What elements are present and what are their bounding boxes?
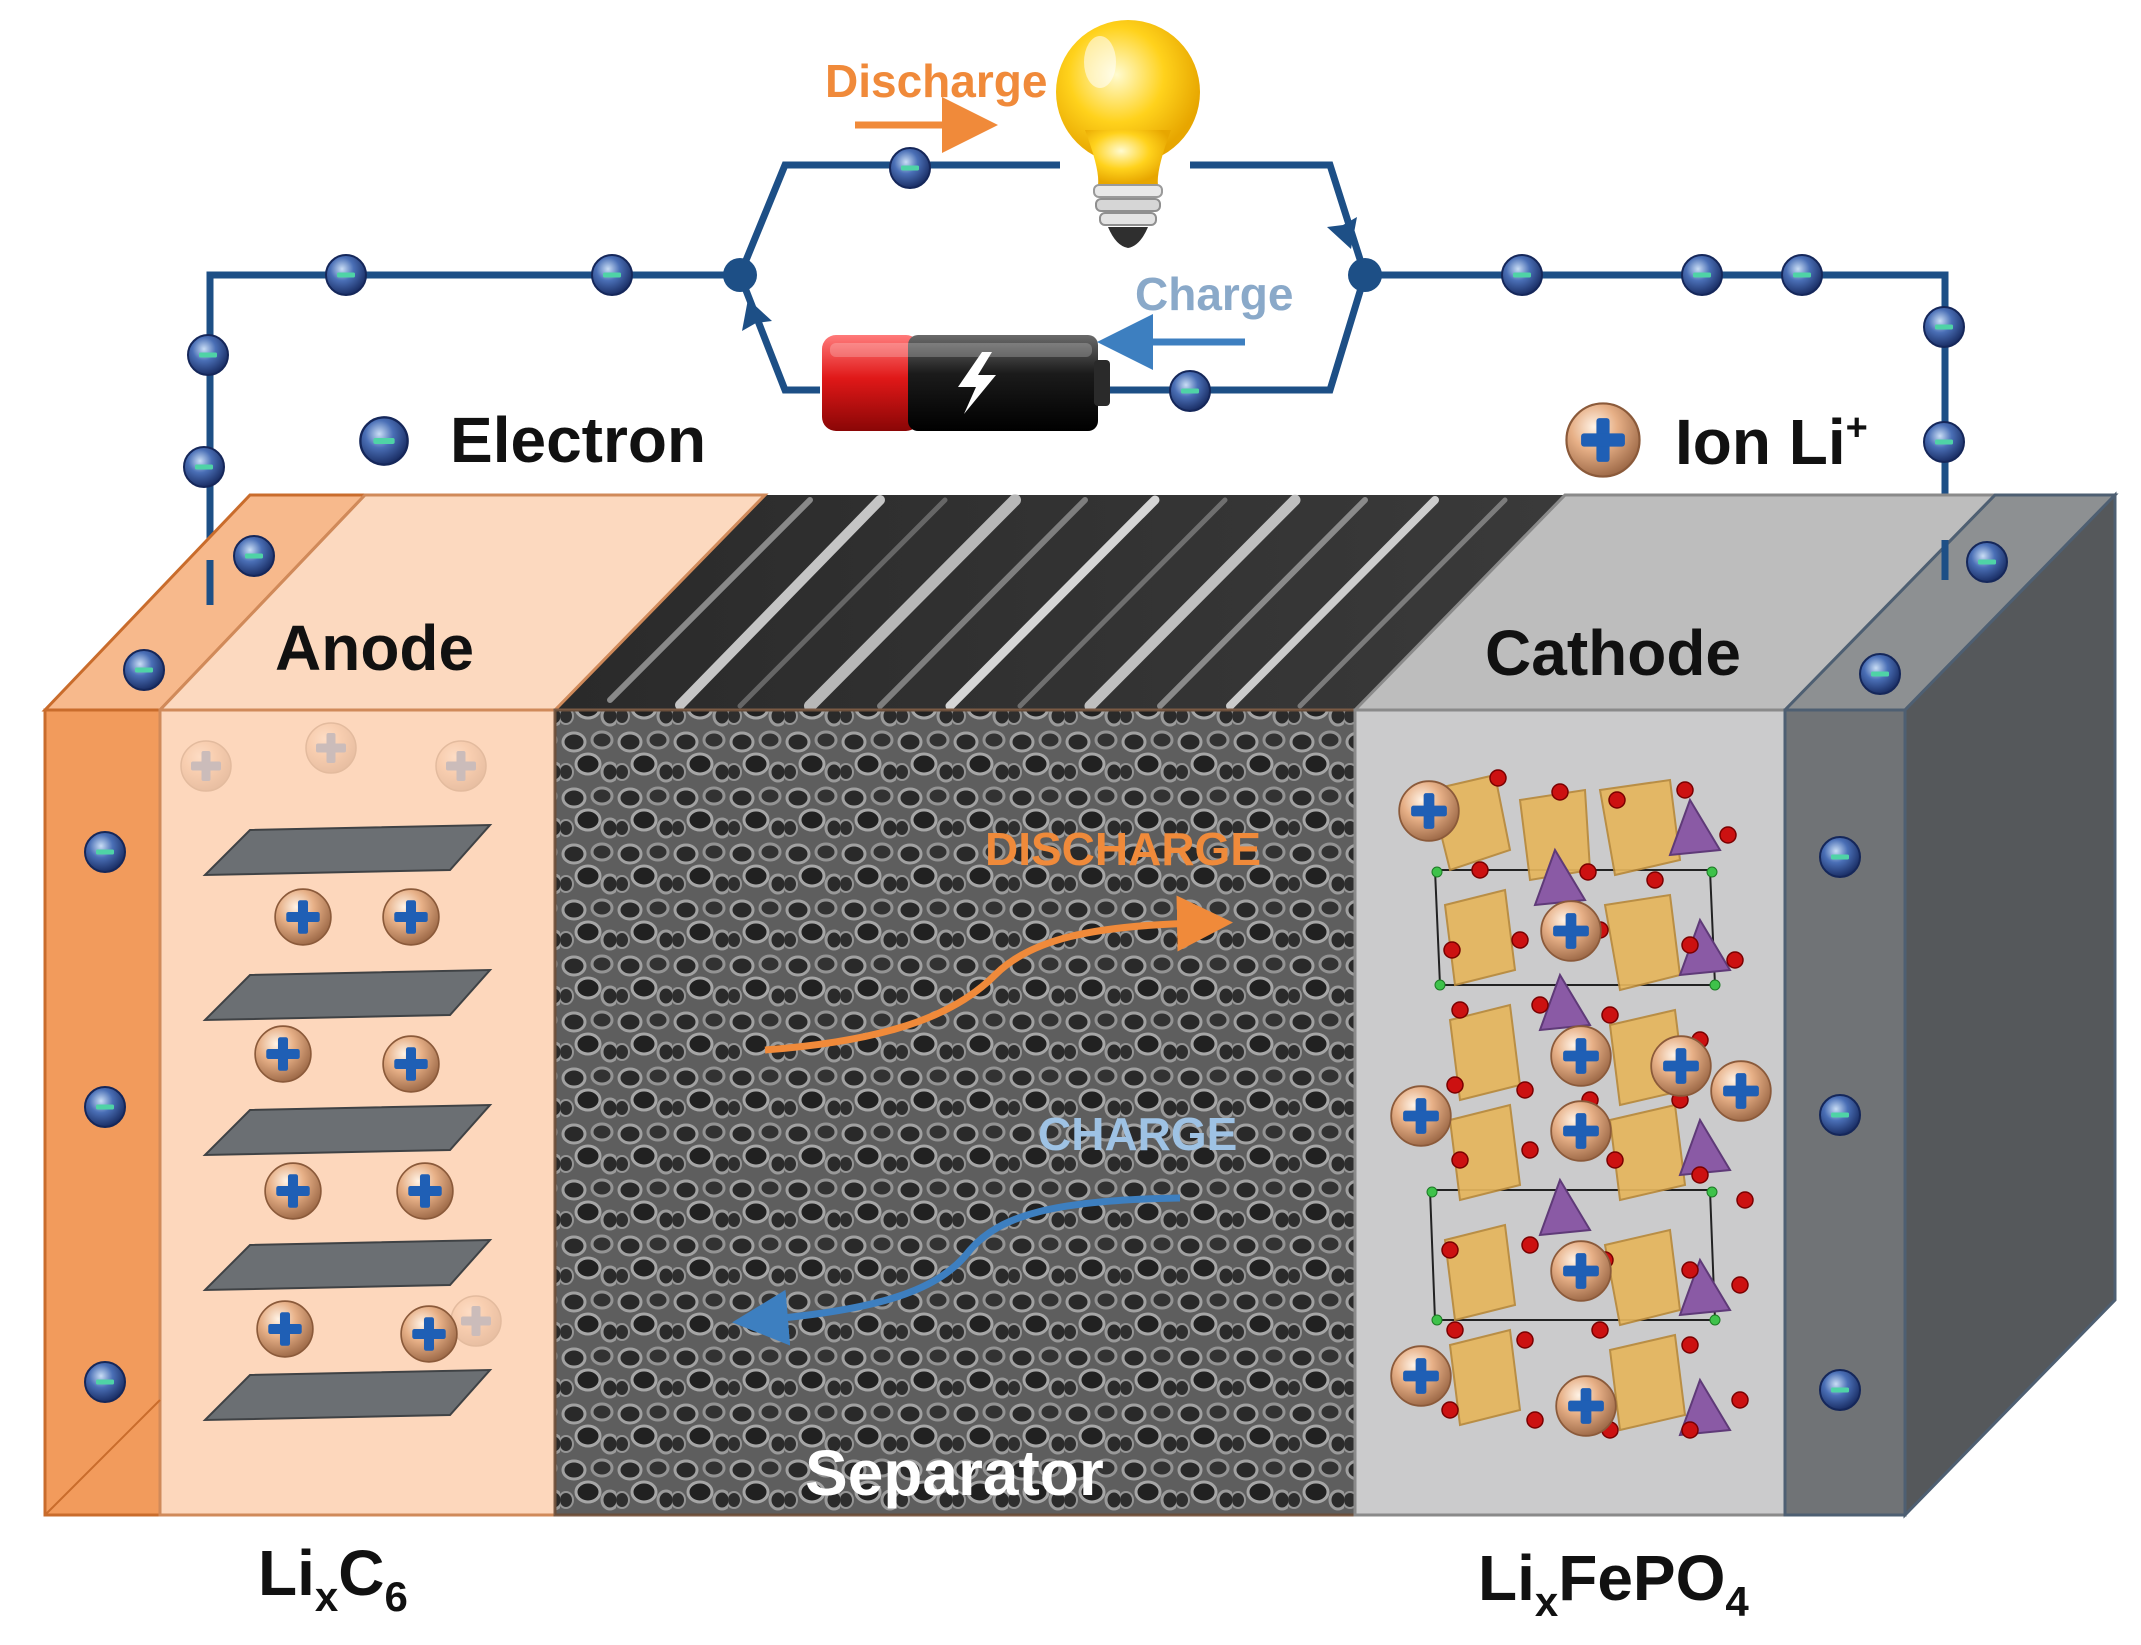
electron-legend-label: Electron	[450, 404, 706, 476]
electron-icon	[1169, 370, 1211, 412]
electron-icon	[84, 1086, 126, 1128]
electron-icon	[84, 1361, 126, 1403]
cathode-formula-x: x	[1535, 1578, 1559, 1625]
lithium-ion-icon	[274, 888, 332, 946]
wire-upper-branch	[736, 161, 1369, 277]
ion-legend-text: Ion Li	[1675, 406, 1846, 478]
lithium-ion-icon	[1710, 1060, 1772, 1122]
separator-label: Separator	[805, 1437, 1104, 1509]
electron-icon	[233, 535, 275, 577]
electron-icon	[325, 254, 367, 296]
p-tetrahedra	[1533, 797, 1732, 1437]
wire-arrow-left	[742, 299, 772, 331]
ion-legend-label: Ion Li+	[1675, 406, 1868, 478]
electron-icon	[1819, 1369, 1861, 1411]
anode-formula-x: x	[315, 1573, 339, 1620]
wire-arrow-right	[1327, 217, 1357, 249]
cathode-formula-fepo: FePO	[1558, 1542, 1725, 1614]
anode-label: Anode	[275, 612, 474, 684]
lithium-ion-icon	[400, 1305, 458, 1363]
charge-label-inner: CHARGE	[1038, 1108, 1237, 1160]
electron-icon	[1501, 254, 1543, 296]
electron-icon	[1681, 254, 1723, 296]
electron-icon	[84, 831, 126, 873]
cathode-formula: LixFePO4	[1478, 1542, 1749, 1625]
battery-cell: DISCHARGE CHARGE Anode Cathode Separator	[41, 491, 2119, 1519]
lithium-ion-icon	[1550, 1240, 1612, 1302]
junction-right	[1348, 258, 1382, 292]
lithium-ion-icon	[1650, 1035, 1712, 1097]
cathode-formula-4: 4	[1725, 1578, 1749, 1625]
anode-formula: LixC6	[258, 1537, 408, 1620]
electron-icon	[1923, 421, 1965, 463]
legend: Electron Ion Li+	[359, 402, 1868, 478]
lithium-ion-icon	[1390, 1345, 1452, 1407]
electron-icon	[1966, 541, 2008, 583]
charge-label-top: Charge	[1135, 268, 1293, 320]
wire-right	[1365, 271, 1949, 580]
anode-formula-c: C	[338, 1537, 384, 1609]
green-atoms	[1426, 866, 1721, 1326]
anode-formula-6: 6	[384, 1573, 407, 1620]
lithium-ion-icon	[254, 1025, 312, 1083]
lithium-ion-icon	[256, 1300, 314, 1358]
graphite-layer	[202, 968, 493, 1022]
lithium-ion-icon	[1540, 900, 1602, 962]
junction-left	[723, 258, 757, 292]
lithium-ion-icon	[396, 1162, 454, 1220]
graphite-layer	[202, 1238, 493, 1292]
graphite-layer	[202, 1368, 493, 1422]
lithium-ion-icon	[450, 1295, 502, 1347]
electron-icon	[1859, 653, 1901, 695]
separator-front	[553, 708, 1357, 1517]
lithium-ion-icon	[264, 1162, 322, 1220]
lithium-ion-icon	[1398, 780, 1460, 842]
electron-icon	[591, 254, 633, 296]
electron-icon	[123, 649, 165, 691]
separator-shade	[555, 710, 1355, 1515]
lithium-ion-icon	[1565, 402, 1641, 478]
separator-streaks	[607, 494, 1508, 712]
electron-icon	[889, 147, 931, 189]
cathode-label: Cathode	[1485, 617, 1741, 689]
graphite-layers	[202, 823, 493, 1422]
electron-icon	[187, 334, 229, 376]
lithium-ion-icon	[1555, 1375, 1617, 1437]
wire-left	[206, 271, 740, 605]
lithium-ion-icon	[435, 740, 487, 792]
lithium-ion-icon	[382, 1035, 440, 1093]
battery-icon	[822, 335, 1110, 431]
lithium-ion-icon	[1550, 1025, 1612, 1087]
charge-arrow-inner	[732, 1194, 1181, 1346]
olivine-crystal	[1426, 769, 1754, 1439]
electron-icon	[359, 416, 409, 466]
electron-icon	[183, 446, 225, 488]
anode-formula-li: Li	[258, 1537, 315, 1609]
electron-icon	[1819, 1094, 1861, 1136]
lithium-ion-icon	[1390, 1085, 1452, 1147]
lithium-ion-icon	[305, 722, 357, 774]
discharge-label-inner: DISCHARGE	[985, 823, 1261, 875]
cathode-formula-li: Li	[1478, 1542, 1535, 1614]
graphite-layer	[202, 1103, 493, 1157]
fe-octahedra	[1428, 773, 1687, 1432]
discharge-arrow-inner	[764, 895, 1233, 1054]
lithium-ion-icon	[382, 888, 440, 946]
lithium-ion-icon	[180, 740, 232, 792]
electron-icon	[1819, 836, 1861, 878]
anode-collector-diagonal	[44, 1399, 161, 1516]
electron-icon	[1781, 254, 1823, 296]
electron-icon	[1923, 306, 1965, 348]
light-bulb-icon	[1056, 20, 1200, 248]
external-circuit: Discharge Charge	[183, 20, 1965, 605]
discharge-label-top: Discharge	[825, 55, 1047, 107]
graphite-layer	[202, 823, 493, 877]
ion-legend-superscript: +	[1846, 407, 1868, 449]
lithium-ion-icon	[1550, 1100, 1612, 1162]
